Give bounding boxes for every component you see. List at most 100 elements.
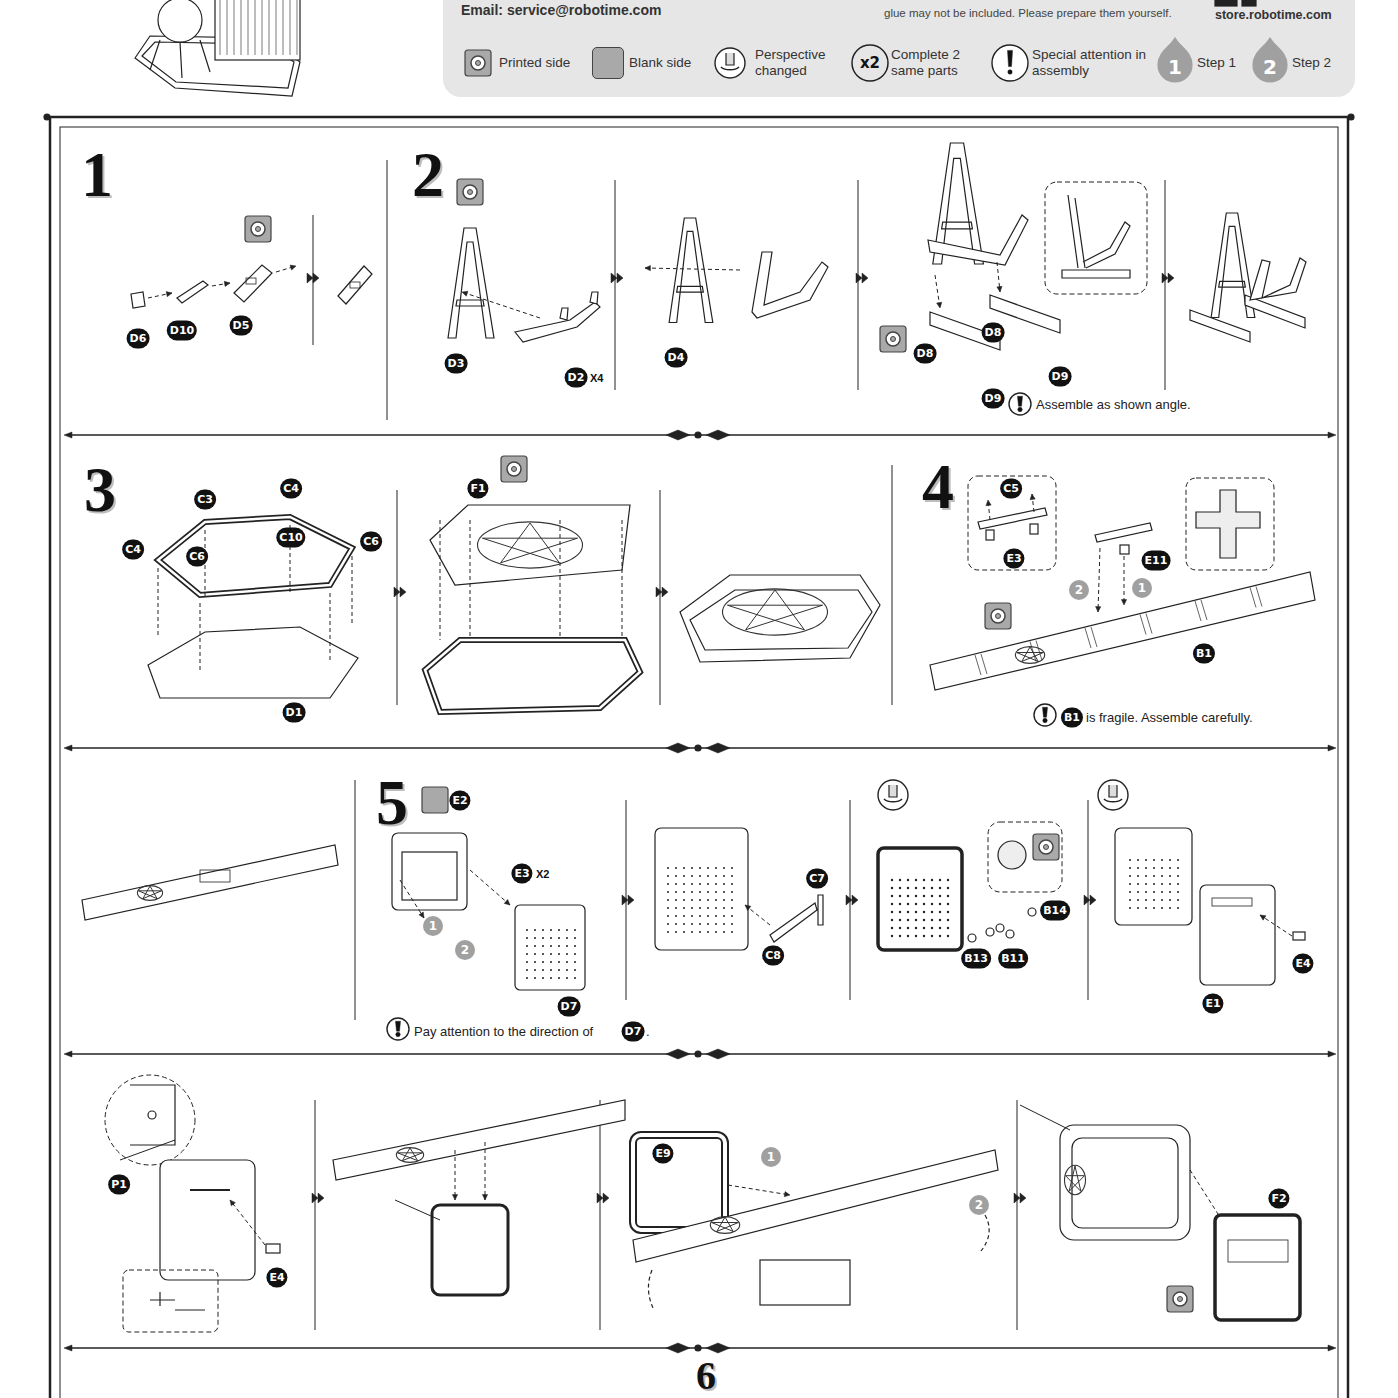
part-outline [200,870,230,882]
printed-side-icon [1167,1286,1193,1312]
grille-dot [891,935,893,937]
base-bar [1190,295,1305,342]
grille-dot [558,961,560,963]
grille-dot [947,887,949,889]
grille-dot [675,923,677,925]
part-outline [350,282,360,288]
grille-dot [891,879,893,881]
same-parts-icon [852,45,888,81]
label-slot: store.robotime.com [1215,5,1332,23]
grille-dot [939,927,941,929]
grille-dot [691,923,693,925]
detail-inset [1045,182,1147,294]
gear-symbol [251,222,265,236]
tray-assembled [690,590,872,650]
assembly-guide [440,520,441,640]
grille-dot [923,911,925,913]
grille-dot [683,875,685,877]
grille-dot [915,911,917,913]
grille-dot [915,887,917,889]
grille-dot [891,895,893,897]
grille-dot [899,911,901,913]
grille-dot [1161,859,1163,861]
bracket-part [770,895,823,942]
amp-frame [392,833,467,910]
grille-dot [947,895,949,897]
assembly-guide [462,292,540,318]
guide-arrowhead [1030,494,1035,500]
legend-swatch [592,47,624,79]
grille-dot [1177,859,1179,861]
grille-dot [574,977,576,979]
grille-dot [707,899,709,901]
grille-dot [683,907,685,909]
assembly-guide [158,568,159,635]
grille-dot [923,879,925,881]
stage-divider [615,180,616,390]
grille-dot [1129,891,1131,893]
label-slot: C8 [762,945,784,966]
sheet-frame [60,127,1338,1398]
grille-dot [1169,883,1171,885]
grille-dot [707,883,709,885]
grille-dot [683,923,685,925]
grille-dot [907,911,909,913]
plank [930,572,1315,690]
plank-stripe [1140,614,1152,635]
label-slot: C10 [276,527,305,548]
grille-dot [542,953,544,955]
perspective-icon [1109,785,1117,797]
assembly-guide [400,880,424,918]
grille-dot [931,935,933,937]
grille-dot [891,927,893,929]
callout-number: B14 [1040,901,1070,921]
grille-dot [566,953,568,955]
grille-dot [691,931,693,933]
label-slot: D7 [558,996,581,1017]
callout-number: E2 [449,791,470,811]
pentagram-emblem [396,1148,423,1163]
grille-dot [1177,867,1179,869]
grille-dot [939,887,941,889]
callout-number: C4 [280,479,302,499]
label-slot: B14 [1040,900,1070,921]
grille-dot [723,915,725,917]
legend-text: Printed side [499,55,570,70]
label-slot: 6 [696,1356,716,1396]
sub-step-number: 2 [455,940,475,960]
detail-inset [1186,478,1274,570]
grille-dot [667,931,669,933]
label-slot: D1 [283,702,306,723]
guide-arrowhead [290,265,296,270]
gear-symbol [891,337,896,342]
legend-text: Step 1 [1197,55,1236,70]
callout-number: D4 [665,348,688,368]
grille-dot [907,879,909,881]
label-slot: E2 [449,790,470,811]
perspective-icon [726,53,734,65]
label-slot: E3 [1003,548,1024,569]
grille-dot [731,867,733,869]
gear-symbol [1044,845,1049,850]
grille-dot [558,937,560,939]
grille-dot [683,883,685,885]
callout-number: C8 [762,946,784,966]
grille-dot [1161,899,1163,901]
grille-dot [1137,883,1139,885]
callout-number: D9 [1049,367,1072,387]
grille-dot [915,927,917,929]
step-number: 1 [1168,55,1182,79]
grille-dot [707,891,709,893]
label-slot: B1 [1061,707,1083,728]
grille-dot [715,931,717,933]
model-grille [255,0,256,55]
next-step-chevron [1014,1193,1026,1203]
grille-dot [1153,883,1155,885]
step-number: 1 [81,143,113,207]
qr-code [1242,0,1256,6]
callout-number: D1 [283,703,306,723]
grille-dot [574,929,576,931]
grille-dot [723,923,725,925]
callout-number: B1 [1193,644,1215,664]
rotate-guide [648,1270,654,1310]
